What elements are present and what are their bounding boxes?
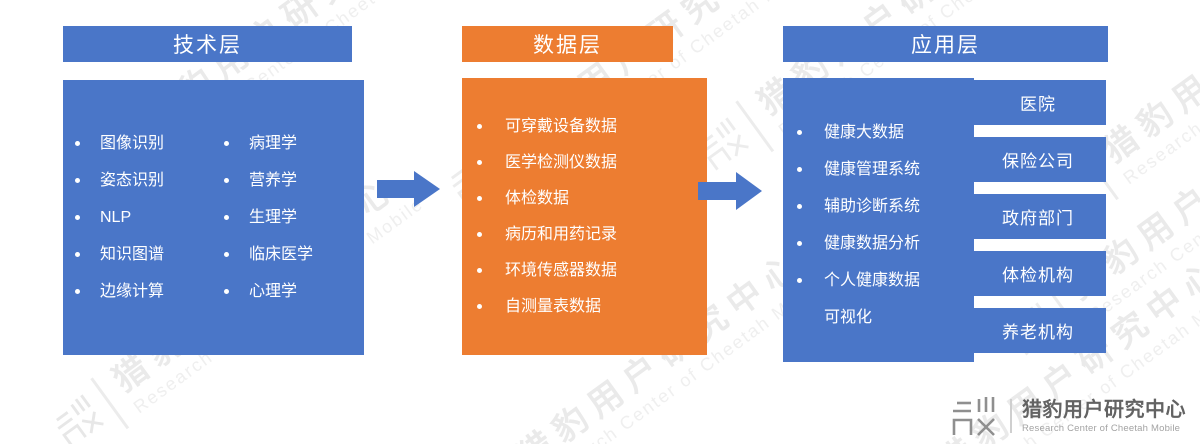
arrow-right-icon bbox=[698, 172, 762, 210]
list-item: 知识图谱 bbox=[75, 236, 215, 273]
list-item-label: 病历和用药记录 bbox=[505, 225, 618, 243]
list-item-label: 边缘计算 bbox=[100, 283, 165, 300]
footer-brand: 猎豹用户研究中心 Research Center of Cheetah Mobi… bbox=[952, 396, 1186, 436]
bullet-icon bbox=[797, 241, 802, 246]
bullet-icon bbox=[477, 195, 482, 201]
list-item-label: 图像识别 bbox=[100, 135, 165, 152]
list-item-label: 健康数据分析 bbox=[824, 235, 921, 252]
bullet-icon bbox=[75, 178, 80, 183]
bullet-icon bbox=[75, 215, 80, 220]
app-layer-panel: 健康大数据 健康管理系统 辅助诊断系统 健康数据分析 个人健康数据可视化 bbox=[783, 78, 974, 362]
list-item: 环境传感器数据 bbox=[477, 253, 707, 289]
list-item: 健康大数据 bbox=[797, 114, 974, 151]
bullet-icon bbox=[75, 289, 80, 294]
list-item-label: 病理学 bbox=[249, 135, 298, 152]
app-layer-header: 应用层 bbox=[783, 26, 1108, 62]
list-item: 营养学 bbox=[224, 162, 364, 199]
bullet-icon bbox=[224, 289, 229, 294]
target-box-insurance: 保险公司 bbox=[970, 137, 1106, 182]
bullet-icon bbox=[477, 303, 482, 309]
bullet-icon bbox=[797, 278, 802, 283]
bullet-icon bbox=[224, 252, 229, 257]
list-item: 边缘计算 bbox=[75, 273, 215, 310]
cheetah-logo-icon bbox=[952, 397, 995, 436]
bullet-icon bbox=[797, 167, 802, 172]
bullet-icon bbox=[75, 252, 80, 257]
cheetah-logo-icon bbox=[700, 117, 749, 171]
list-item-label: 心理学 bbox=[249, 283, 298, 300]
list-item-label: 可穿戴设备数据 bbox=[505, 117, 618, 135]
brand-subtitle: Research Center of Cheetah Mobile bbox=[1022, 422, 1181, 434]
list-item-label: 医学检测仪数据 bbox=[505, 153, 618, 171]
bullet-icon bbox=[224, 141, 229, 146]
list-item: 图像识别 bbox=[75, 125, 215, 162]
list-item: 病历和用药记录 bbox=[477, 217, 707, 253]
tech-layer-column-1: 图像识别 姿态识别 NLP 知识图谱 边缘计算 bbox=[63, 80, 215, 355]
bullet-icon bbox=[477, 159, 482, 165]
list-item: 病理学 bbox=[224, 125, 364, 162]
list-item-label: 营养学 bbox=[249, 172, 298, 189]
list-item-label: 辅助诊断系统 bbox=[824, 198, 921, 215]
list-item-label: 健康大数据 bbox=[824, 124, 905, 141]
list-item: 体检数据 bbox=[477, 181, 707, 217]
list-item-label: 环境传感器数据 bbox=[505, 261, 618, 279]
list-item: 可穿戴设备数据 bbox=[477, 109, 707, 145]
list-item: 临床医学 bbox=[224, 236, 364, 273]
list-item: NLP bbox=[75, 199, 215, 236]
brand-name: 猎豹用户研究中心 bbox=[1022, 398, 1186, 421]
tech-layer-header: 技术层 bbox=[63, 26, 352, 62]
list-item-label: 姿态识别 bbox=[100, 172, 165, 189]
bullet-icon bbox=[224, 178, 229, 183]
tech-layer-column-2: 病理学 营养学 生理学 临床医学 心理学 bbox=[212, 80, 364, 355]
list-item-label: NLP bbox=[100, 209, 132, 226]
list-item: 生理学 bbox=[224, 199, 364, 236]
list-item-label: 体检数据 bbox=[505, 189, 570, 207]
cheetah-logo-icon bbox=[55, 394, 104, 444]
list-item-label: 生理学 bbox=[249, 209, 298, 226]
target-box-hospital: 医院 bbox=[970, 80, 1106, 125]
list-item-label: 健康管理系统 bbox=[824, 161, 921, 178]
data-layer-panel: 可穿戴设备数据 医学检测仪数据 体检数据 病历和用药记录 环境传感器数据 自测量… bbox=[462, 78, 707, 355]
bullet-icon bbox=[224, 215, 229, 220]
list-item-label: 自测量表数据 bbox=[505, 297, 602, 315]
bullet-icon bbox=[477, 123, 482, 129]
list-item: 姿态识别 bbox=[75, 162, 215, 199]
footer-divider bbox=[1010, 399, 1012, 433]
list-item: 个人健康数据可视化 bbox=[797, 262, 974, 336]
list-item: 健康数据分析 bbox=[797, 225, 974, 262]
list-item: 自测量表数据 bbox=[477, 289, 707, 325]
bullet-icon bbox=[797, 130, 802, 135]
target-box-checkup: 体检机构 bbox=[970, 251, 1106, 296]
list-item-label: 临床医学 bbox=[249, 246, 314, 263]
data-layer-header: 数据层 bbox=[462, 26, 673, 62]
list-item: 健康管理系统 bbox=[797, 151, 974, 188]
list-item-label: 个人健康数据可视化 bbox=[824, 272, 921, 326]
arrow-right-icon bbox=[377, 171, 440, 207]
bullet-icon bbox=[477, 231, 482, 237]
bullet-icon bbox=[477, 267, 482, 273]
target-box-eldercare: 养老机构 bbox=[970, 308, 1106, 353]
list-item: 医学检测仪数据 bbox=[477, 145, 707, 181]
list-item: 辅助诊断系统 bbox=[797, 188, 974, 225]
list-item: 心理学 bbox=[224, 273, 364, 310]
bullet-icon bbox=[75, 141, 80, 146]
list-item-label: 知识图谱 bbox=[100, 246, 165, 263]
bullet-icon bbox=[797, 204, 802, 209]
target-box-government: 政府部门 bbox=[970, 194, 1106, 239]
